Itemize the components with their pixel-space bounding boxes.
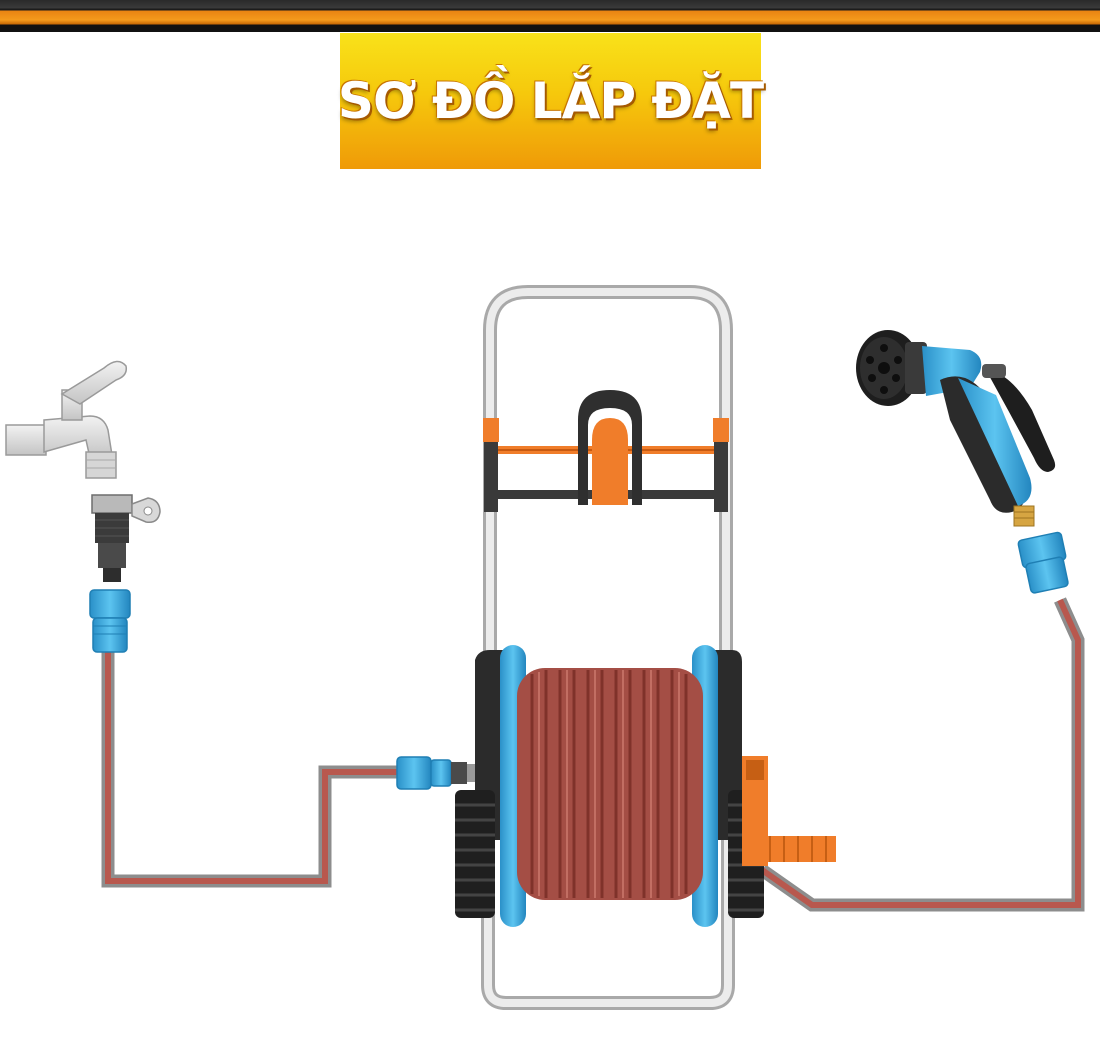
tap-adapter-icon bbox=[91, 494, 161, 582]
faucet-icon bbox=[5, 360, 128, 479]
spray-gun-icon bbox=[856, 330, 1069, 594]
title-banner: SƠ ĐỒ LẮP ĐẶT bbox=[337, 33, 764, 169]
hose-right bbox=[758, 597, 1085, 912]
hose-reel-cart-icon bbox=[455, 285, 836, 1010]
page-title: SƠ ĐỒ LẮP ĐẶT bbox=[337, 72, 764, 130]
hose-connector-icon bbox=[89, 589, 131, 653]
hose-left bbox=[101, 650, 400, 888]
hose-connector-icon bbox=[396, 756, 477, 790]
top-decor-bar bbox=[0, 0, 1100, 32]
